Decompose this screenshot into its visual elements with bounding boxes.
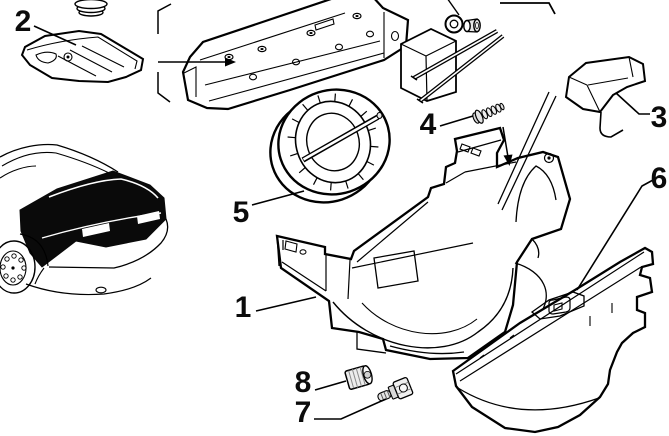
rear-wheel: [0, 240, 36, 294]
part-6-rear-trim-panel: [451, 246, 655, 434]
part-8-cap-nut: [344, 365, 373, 390]
tail-lamp-right: [137, 211, 160, 224]
leader-6: [576, 179, 654, 291]
callout-label-1[interactable]: 1: [235, 291, 252, 324]
wheel-rod: [301, 112, 383, 163]
pointer-lines: [497, 91, 557, 211]
callout-label-8[interactable]: 8: [295, 366, 312, 399]
part-5-spare-wheel: [269, 88, 391, 204]
vehicle-rear-view: [0, 143, 169, 296]
rear-crossmember-beam: [181, 0, 410, 111]
washer-and-spool: [444, 0, 481, 34]
rim-ticks: [287, 93, 379, 191]
callout-label-4[interactable]: 4: [420, 108, 437, 141]
callout-labels: 1 2 3 4 5 6 7 8: [15, 5, 668, 429]
leader-lines: [33, 25, 654, 420]
tool-kit-box: [400, 27, 457, 102]
leader-5: [251, 190, 305, 206]
grommet-stack: [74, 0, 108, 17]
callout-label-6[interactable]: 6: [651, 162, 668, 195]
leader-1: [255, 296, 317, 312]
callout-label-5[interactable]: 5: [233, 196, 250, 229]
tail-lamp-left: [82, 223, 110, 237]
grouping-bracket-arrow: [157, 3, 236, 103]
callout-label-7[interactable]: 7: [295, 396, 312, 429]
part-3-corner-cover: [564, 55, 647, 138]
part-1-trunk-liner: [275, 126, 572, 361]
callout-label-2[interactable]: 2: [15, 5, 32, 38]
part-4-screw: [472, 102, 513, 166]
leader-4: [439, 115, 474, 127]
leader-3: [615, 92, 650, 115]
leader-7: [314, 398, 387, 420]
leader-2: [33, 25, 77, 46]
leader-8: [314, 380, 347, 391]
tool-rods: [410, 29, 505, 104]
part-2-molded-tray: [20, 29, 145, 84]
partial-callout-box: [500, 2, 556, 15]
callout-label-3[interactable]: 3: [651, 101, 668, 134]
mounting-arrow: [502, 126, 513, 166]
